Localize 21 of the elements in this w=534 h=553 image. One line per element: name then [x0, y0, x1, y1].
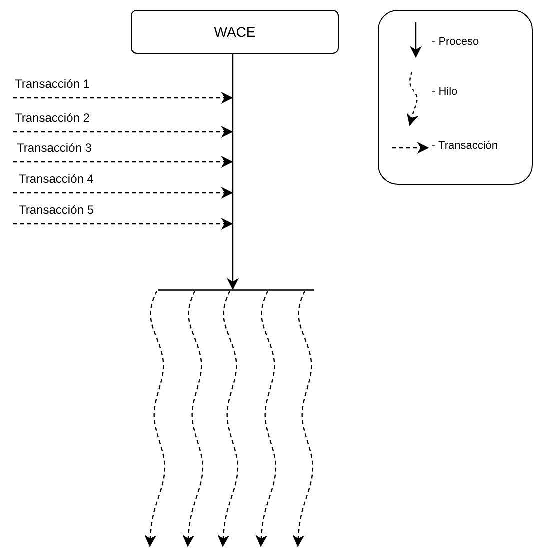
- thread-arrow: [144, 290, 166, 548]
- transaction-label: Transacción 1: [15, 77, 135, 93]
- thread-arrow: [182, 290, 204, 548]
- legend-label: - Hilo: [432, 86, 458, 98]
- node-label: WACE: [214, 24, 256, 40]
- legend-label: - Transacción: [432, 140, 498, 152]
- process-arrow: [227, 54, 239, 290]
- transaction-arrow: [13, 126, 234, 138]
- transaction-label: Transacción 4: [19, 172, 139, 188]
- transaction-label: Transacción 2: [15, 111, 135, 127]
- legend-label: - Proceso: [432, 36, 480, 48]
- transaction-label: Transacción 5: [19, 203, 139, 219]
- process-box: [131, 10, 339, 54]
- thread-arrow: [256, 290, 277, 548]
- transaction-arrow: [13, 92, 234, 104]
- thread-arrow: [292, 290, 314, 548]
- transaction-arrow: [13, 218, 234, 230]
- transaction-arrow: [13, 156, 234, 168]
- transaction-label: Transacción 3: [17, 141, 137, 157]
- thread-arrow: [218, 290, 239, 548]
- transaction-arrow: [13, 187, 234, 199]
